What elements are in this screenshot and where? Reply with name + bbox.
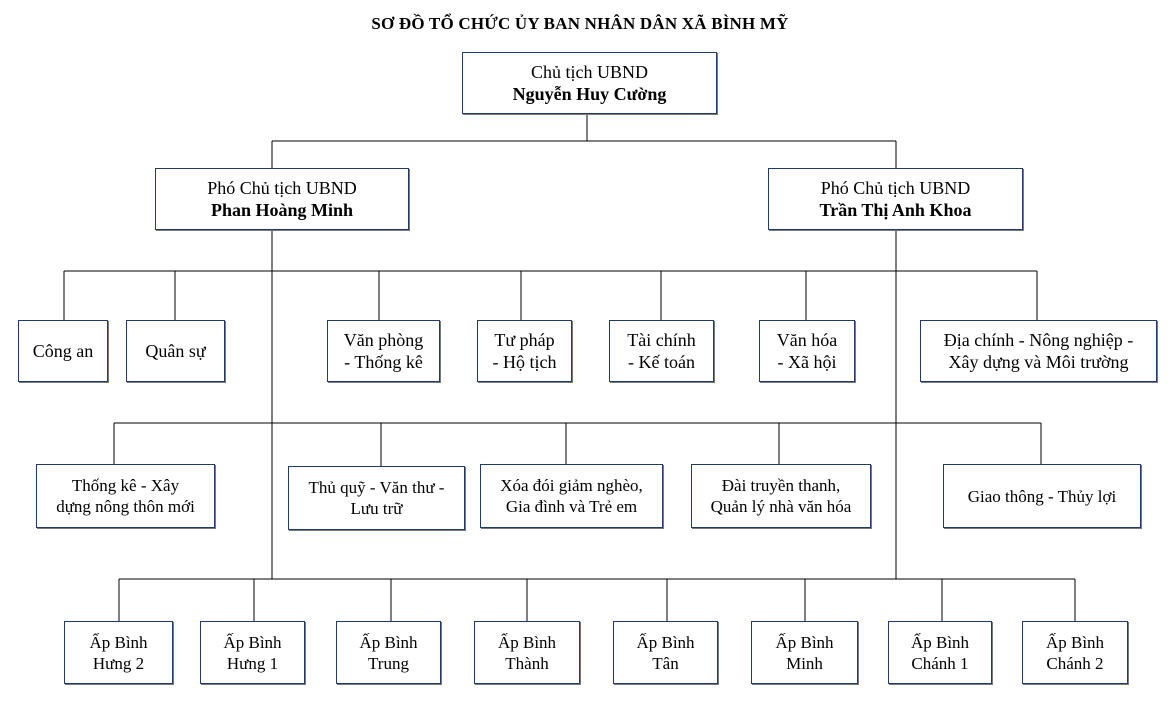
hamlet-label: Trung (368, 653, 409, 673)
program-label: Đài truyền thanh, (721, 476, 841, 495)
program-box-nong-thon-moi: Thống kê - Xây dựng nông thôn mới (36, 464, 215, 528)
department-label: Quân sự (145, 341, 206, 361)
program-label: Lưu trữ (350, 499, 403, 518)
department-box-quan-su: Quân sự (126, 320, 225, 382)
hamlet-label: Ấp Bình (636, 632, 695, 652)
department-label: - Xã hội (777, 352, 837, 372)
hamlet-label: Chánh 1 (911, 653, 969, 673)
vice-chairman-right-name: Trần Thị Anh Khoa (819, 200, 972, 220)
chairman-name: Nguyễn Huy Cường (512, 84, 667, 104)
department-label: - Thống kê (344, 352, 423, 372)
program-label: dựng nông thôn mới (56, 497, 195, 516)
hamlet-box-binh-chanh-1: Ấp Bình Chánh 1 (888, 621, 992, 684)
program-label: Giao thông - Thủy lợi (967, 486, 1117, 506)
hamlet-label: Ấp Bình (775, 632, 834, 652)
chairman-role: Chủ tịch UBND (531, 62, 648, 82)
department-box-dia-chinh: Địa chính - Nông nghiệp - Xây dựng và Mô… (920, 320, 1157, 382)
hamlet-box-binh-tan: Ấp Bình Tân (613, 621, 718, 684)
department-label: Văn hóa (776, 330, 838, 350)
hamlet-label: Hưng 2 (92, 653, 145, 673)
hamlet-label: Ấp Bình (1045, 632, 1105, 652)
program-box-xoa-doi: Xóa đói giảm nghèo, Gia đình và Trẻ em (480, 464, 663, 528)
department-label: Xây dựng và Môi trường (948, 352, 1129, 372)
department-label: Tư pháp (494, 330, 555, 350)
hamlet-label: Ấp Bình (223, 632, 282, 652)
hamlet-box-binh-chanh-2: Ấp Bình Chánh 2 (1022, 621, 1128, 684)
department-box-tu-phap: Tư pháp - Hộ tịch (477, 320, 572, 382)
hamlet-box-binh-thanh: Ấp Bình Thành (474, 621, 580, 684)
program-box-thu-quy: Thủ quỹ - Văn thư - Lưu trữ (288, 466, 465, 530)
department-label: Công an (32, 341, 94, 361)
hamlet-label: Ấp Bình (910, 632, 970, 652)
vice-chairman-right-box: Phó Chủ tịch UBND Trần Thị Anh Khoa (768, 168, 1023, 230)
department-label: Tài chính (627, 330, 696, 350)
program-box-dai-truyen-thanh: Đài truyền thanh, Quản lý nhà văn hóa (691, 464, 871, 528)
hamlet-label: Tân (652, 653, 679, 673)
hamlet-box-binh-trung: Ấp Bình Trung (336, 621, 441, 684)
program-label: Quản lý nhà văn hóa (710, 497, 852, 516)
department-box-van-hoa: Văn hóa - Xã hội (759, 320, 855, 382)
hamlet-box-binh-minh: Ấp Bình Minh (751, 621, 858, 684)
program-label: Thủ quỹ - Văn thư - (308, 478, 445, 497)
page-title: SƠ ĐỒ TỔ CHỨC ỦY BAN NHÂN DÂN XÃ BÌNH MỸ (371, 14, 789, 33)
hamlet-label: Chánh 2 (1046, 653, 1104, 673)
vice-chairman-left-box: Phó Chủ tịch UBND Phan Hoàng Minh (155, 168, 409, 230)
hamlet-label: Minh (786, 653, 823, 673)
department-label: Văn phòng (343, 330, 424, 350)
hamlet-label: Ấp Bình (359, 632, 418, 652)
hamlet-label: Ấp Bình (89, 632, 148, 652)
department-label: - Kế toán (628, 352, 695, 372)
vice-chairman-left-role: Phó Chủ tịch UBND (207, 178, 357, 198)
hamlet-label: Thành (505, 653, 549, 673)
vice-chairman-right-role: Phó Chủ tịch UBND (820, 178, 971, 198)
hamlet-box-binh-hung-1: Ấp Bình Hưng 1 (200, 621, 305, 684)
department-box-cong-an: Công an (18, 320, 108, 382)
department-box-van-phong: Văn phòng - Thống kê (327, 320, 440, 382)
program-label: Gia đình và Trẻ em (505, 497, 638, 516)
hamlet-label: Hưng 1 (226, 653, 279, 673)
chairman-box: Chủ tịch UBND Nguyễn Huy Cường (462, 52, 717, 114)
department-box-tai-chinh: Tài chính - Kế toán (609, 320, 714, 382)
program-box-giao-thong: Giao thông - Thủy lợi (943, 464, 1141, 528)
program-label: Xóa đói giảm nghèo, (500, 476, 643, 495)
program-label: Thống kê - Xây (71, 476, 180, 495)
hamlet-label: Ấp Bình (497, 632, 557, 652)
department-label: Địa chính - Nông nghiệp - (943, 330, 1134, 350)
department-label: - Hộ tịch (492, 352, 557, 372)
vice-chairman-left-name: Phan Hoàng Minh (210, 200, 354, 220)
hamlet-box-binh-hung-2: Ấp Bình Hưng 2 (64, 621, 173, 684)
